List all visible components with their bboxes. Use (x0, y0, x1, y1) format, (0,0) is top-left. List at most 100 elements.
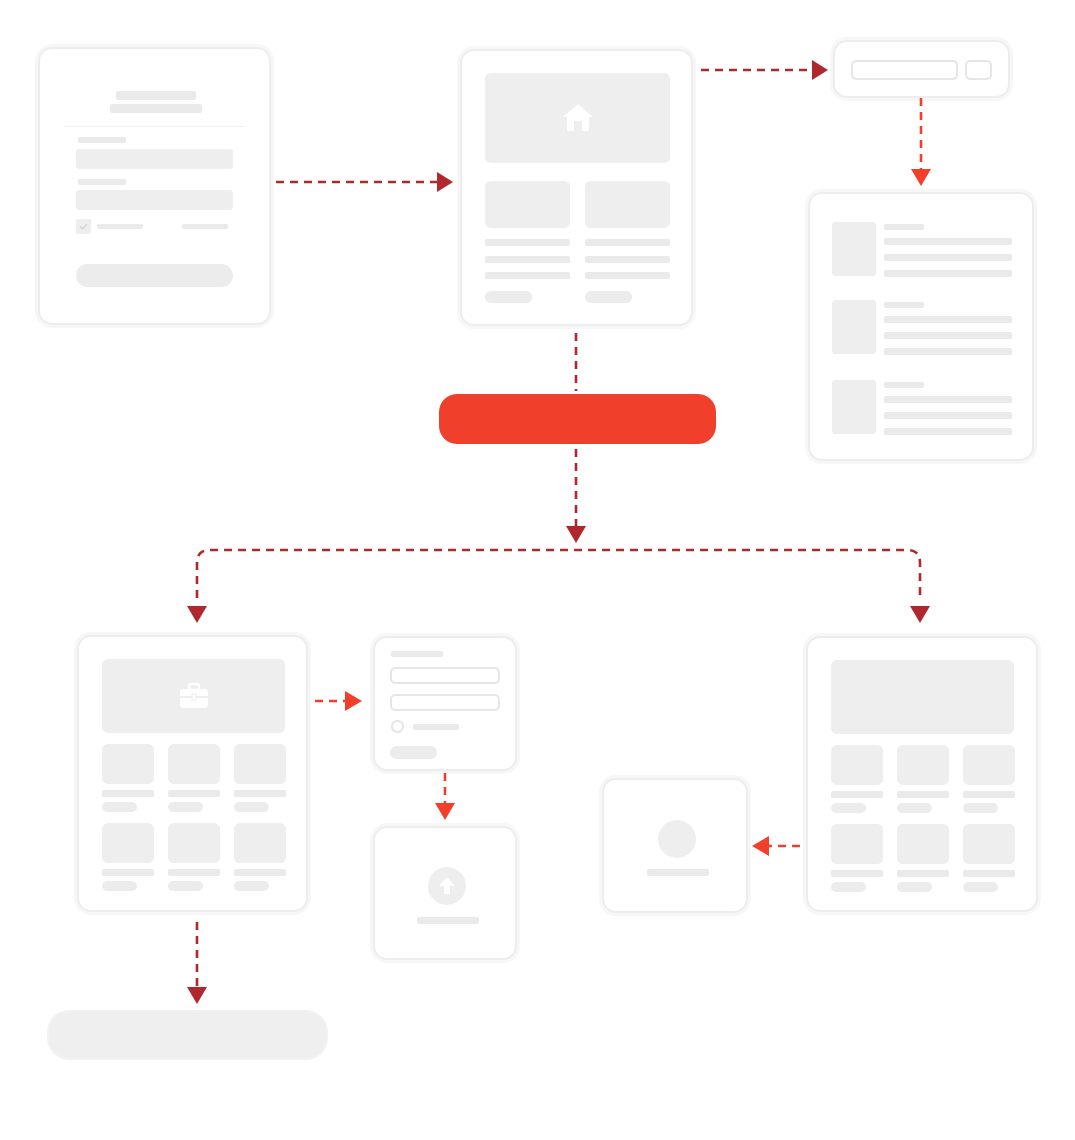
remember-me-checkbox[interactable] (76, 219, 91, 234)
arrow-split-branches (187, 548, 930, 623)
category-tile-line (234, 790, 286, 797)
category-tile-button[interactable] (168, 802, 203, 812)
category-tile-line (168, 869, 220, 876)
form-text-field[interactable] (390, 694, 500, 711)
search-button[interactable] (965, 60, 992, 80)
result-thumbnail[interactable] (832, 380, 876, 434)
product-tile[interactable] (831, 824, 883, 864)
category-tile-line (168, 790, 220, 797)
briefcase-icon (180, 682, 208, 708)
form-submit-button[interactable] (390, 746, 437, 759)
primary-action-node[interactable] (439, 394, 716, 444)
category-tile[interactable] (234, 744, 286, 784)
product-tile[interactable] (897, 824, 949, 864)
login-password-label (78, 179, 126, 185)
arrow-form-to-upload (435, 773, 455, 820)
form-radio-label (413, 724, 459, 730)
category-screen (77, 635, 308, 912)
result-thumbnail[interactable] (832, 222, 876, 276)
login-username-field[interactable] (76, 149, 233, 169)
result-text-line (884, 238, 1012, 245)
arrow-product-grid-to-profile (752, 836, 800, 856)
product-tile-button[interactable] (963, 882, 998, 892)
category-tile[interactable] (234, 823, 286, 863)
home-card-right-line (585, 272, 670, 279)
category-tile[interactable] (168, 744, 220, 784)
product-tile-line (831, 870, 883, 877)
product-tile-button[interactable] (831, 882, 866, 892)
home-icon (563, 104, 593, 131)
login-divider (64, 126, 246, 127)
login-password-field[interactable] (76, 190, 233, 210)
upload-caption-line (417, 917, 479, 924)
result-text-line (884, 396, 1012, 403)
category-tile-button[interactable] (168, 881, 203, 891)
home-card-right-line (585, 239, 670, 246)
product-tile-line (963, 870, 1015, 877)
product-tile-button[interactable] (897, 882, 932, 892)
arrow-category-to-form (315, 691, 362, 711)
form-text-field[interactable] (390, 667, 500, 684)
home-card-left-button[interactable] (485, 291, 532, 303)
home-card-right-button[interactable] (585, 291, 632, 303)
product-tile-button[interactable] (897, 803, 932, 813)
result-title-line (884, 224, 924, 230)
arrow-search-bar-to-results (911, 98, 931, 186)
search-bar-screen (833, 40, 1010, 98)
checkbox-check-icon (79, 223, 88, 231)
upload-icon[interactable] (428, 867, 466, 905)
arrow-login-to-home (276, 172, 453, 192)
product-grid-screen (806, 636, 1038, 912)
login-submit-button[interactable] (76, 264, 233, 287)
result-text-line (884, 348, 1012, 355)
category-tile[interactable] (102, 823, 154, 863)
bottom-terminal-node[interactable] (47, 1010, 328, 1060)
home-card-right-line (585, 256, 670, 263)
product-tile[interactable] (831, 745, 883, 785)
product-tile-button[interactable] (963, 803, 998, 813)
product-tile-line (897, 870, 949, 877)
product-tile-button[interactable] (831, 803, 866, 813)
category-tile-button[interactable] (234, 802, 269, 812)
result-title-line (884, 302, 924, 308)
home-card-left-line (485, 256, 570, 263)
arrow-primary-action-to-split (566, 449, 586, 543)
login-title-line (116, 91, 196, 100)
remember-me-label (97, 224, 143, 229)
home-card-left-line (485, 239, 570, 246)
arrow-home-to-search-bar (701, 60, 828, 80)
form-radio-button[interactable] (391, 720, 404, 733)
category-tile[interactable] (168, 823, 220, 863)
search-input[interactable] (851, 60, 958, 80)
home-card-right-image[interactable] (585, 181, 670, 228)
product-tile-line (963, 791, 1015, 798)
user-avatar-icon (658, 820, 696, 858)
profile-name-line (647, 869, 709, 876)
category-tile[interactable] (102, 744, 154, 784)
product-tile[interactable] (963, 745, 1015, 785)
product-tile[interactable] (963, 824, 1015, 864)
result-title-line (884, 382, 924, 388)
result-text-line (884, 270, 1012, 277)
result-thumbnail[interactable] (832, 300, 876, 354)
product-tile-line (897, 791, 949, 798)
home-screen (460, 49, 693, 326)
login-subtitle-line (110, 104, 202, 113)
home-card-left-image[interactable] (485, 181, 570, 228)
category-tile-button[interactable] (102, 881, 137, 891)
result-text-line (884, 254, 1012, 261)
profile-screen (602, 778, 748, 913)
category-tile-button[interactable] (102, 802, 137, 812)
category-tile-line (234, 869, 286, 876)
forgot-password-link[interactable] (182, 224, 228, 229)
product-tile[interactable] (897, 745, 949, 785)
category-tile-line (102, 790, 154, 797)
upload-arrow-icon (439, 877, 455, 894)
category-tile-button[interactable] (234, 881, 269, 891)
upload-screen (373, 826, 517, 960)
result-text-line (884, 332, 1012, 339)
home-hero-banner (485, 73, 670, 163)
home-card-left-line (485, 272, 570, 279)
